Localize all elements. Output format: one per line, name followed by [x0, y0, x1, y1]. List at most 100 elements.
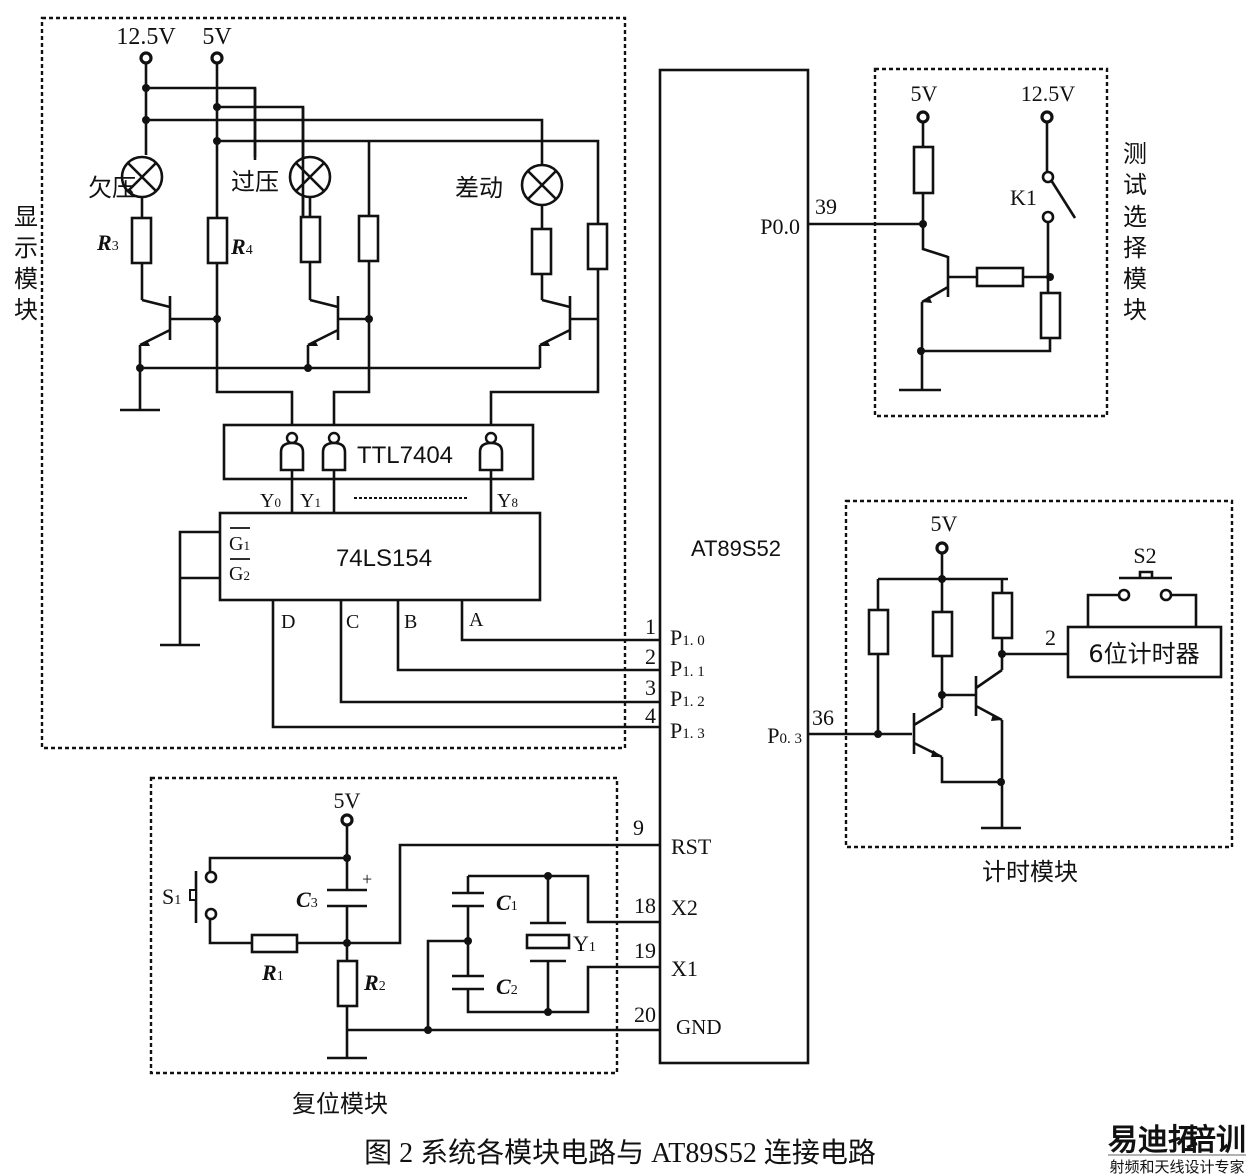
resistor	[912, 145, 935, 195]
pin-number: 39	[815, 194, 837, 219]
transistor-icon	[942, 654, 1004, 828]
display-module-border	[40, 16, 627, 750]
display-module-title-2: 示	[14, 234, 38, 262]
resistor-label-r4: R4	[230, 234, 253, 259]
resistor	[975, 266, 1025, 288]
switch-label-s1: S1	[162, 884, 181, 909]
resistor-r4	[206, 216, 229, 265]
resistor	[991, 591, 1014, 640]
timer-label: 6位计时器	[1088, 640, 1199, 668]
watermark-brand-right: 培训	[1186, 1123, 1246, 1157]
resistor	[1039, 291, 1062, 340]
push-button-s1-icon	[189, 870, 218, 923]
resistor	[586, 222, 609, 271]
display-module: 显 示 模 块 12.5V 5V 欠压 过压	[14, 16, 660, 750]
decoder-input-c: C	[346, 611, 359, 633]
transistor-icon	[920, 225, 976, 390]
lamp-label-undervoltage: 欠压	[88, 174, 136, 202]
supply-label-5v: 5V	[931, 511, 958, 536]
supply-label-5v: 5V	[334, 788, 361, 813]
lamp-icon	[120, 155, 164, 199]
figure-caption: 图 2 系统各模块电路与 AT89S52 连接电路	[364, 1137, 876, 1169]
transistor-icon	[912, 695, 1002, 784]
transistor-icon	[138, 296, 217, 368]
timer-module-title: 计时模块	[982, 858, 1078, 886]
timer-module: 计时模块 5V 2 6位计时器	[808, 499, 1234, 886]
test-module-title-6: 块	[1123, 296, 1147, 324]
capacitor-c3	[327, 888, 367, 908]
test-select-module: 测 试 选 择 模 块 5V 12.5V K1	[808, 67, 1147, 418]
decoder-output-y0: Y0	[260, 490, 281, 512]
crystal-label-y1: Y1	[573, 931, 596, 956]
inverter-gate-icon	[279, 431, 305, 472]
test-select-module-border	[873, 67, 1109, 418]
pin-number: 2	[645, 644, 656, 669]
terminal-icon	[210, 51, 224, 65]
inverter-gate-icon	[321, 431, 347, 472]
resistor-r3	[130, 216, 153, 265]
pin-label-x1: X1	[671, 956, 698, 981]
lamp-icon	[288, 155, 332, 199]
polarity-plus: +	[362, 869, 372, 889]
resistor-r2	[336, 959, 359, 1008]
pin-number: 4	[645, 703, 656, 728]
lamp-label-overvoltage: 过压	[231, 168, 279, 196]
decoder-input-b: B	[404, 611, 417, 633]
mcu-at89s52: AT89S52 1 2 3 4 P1. 0 P1. 1 P1. 2 P1. 3 …	[633, 68, 837, 1065]
pin-number: 18	[634, 893, 656, 918]
pin-number: 3	[645, 675, 656, 700]
pin-label: P1. 0	[670, 625, 705, 650]
terminal-icon	[916, 110, 930, 124]
test-module-title-2: 试	[1123, 171, 1147, 199]
supply-label-12v5: 12.5V	[1021, 81, 1076, 106]
mcu-label: AT89S52	[691, 536, 781, 561]
crystal-y1-icon	[525, 921, 571, 963]
decoder-input-a: A	[469, 609, 484, 631]
test-module-title-5: 模	[1123, 265, 1147, 293]
reset-module-border	[149, 776, 619, 1075]
capacitor-c1	[452, 891, 484, 908]
pin-number: 36	[812, 705, 834, 730]
capacitor-label-c1: C1	[496, 890, 518, 915]
resistor	[931, 610, 954, 658]
display-module-title-3: 模	[14, 265, 38, 293]
pin-label-rst: RST	[671, 834, 712, 859]
reset-module-title: 复位模块	[292, 1090, 388, 1118]
resistor-r1	[250, 933, 299, 954]
watermark-subtitle: 射频和天线设计专家	[1109, 1158, 1244, 1176]
terminal-icon	[935, 541, 949, 555]
resistor	[357, 214, 380, 263]
supply-label-12v5: 12.5V	[116, 24, 176, 50]
decoder-output-y1: Y1	[300, 490, 321, 512]
display-module-title-1: 显	[14, 203, 38, 231]
timer-module-border	[844, 499, 1234, 849]
chip-label-74ls154: 74LS154	[336, 545, 432, 572]
pin-number: 9	[633, 815, 644, 840]
mcu-body	[658, 68, 810, 1065]
resistor	[299, 215, 322, 264]
watermark-brand-left: 易迪拓	[1108, 1124, 1198, 1157]
decoder-enable-g2: G2	[229, 563, 250, 585]
pin-label-x2: X2	[671, 895, 698, 920]
resistor-label-r1: R1	[261, 960, 284, 985]
capacitor-label-c3: C3	[296, 887, 318, 912]
display-module-title-4: 块	[14, 296, 38, 324]
inverter-gate-icon	[478, 431, 504, 472]
switch-label-s2: S2	[1133, 543, 1156, 568]
pin-number: 1	[645, 614, 656, 639]
six-digit-timer	[1066, 625, 1223, 679]
watermark: 易迪拓 培训 射频和天线设计专家	[1108, 1123, 1246, 1176]
capacitor-label-c2: C2	[496, 974, 518, 999]
resistor	[867, 608, 890, 656]
test-module-title-4: 择	[1123, 234, 1147, 262]
decoder-input-d: D	[281, 611, 295, 633]
terminal-icon	[1040, 110, 1054, 124]
terminal-icon	[139, 51, 153, 65]
resistor-label-r3: R3	[96, 230, 119, 255]
pin-label-p00: P0.0	[760, 214, 800, 239]
reset-module: 复位模块 5V + C3 S1 R1 R2	[149, 776, 660, 1118]
transistor-icon	[306, 296, 369, 368]
supply-label-5v: 5V	[202, 24, 232, 50]
switch-label-k1: K1	[1010, 185, 1037, 210]
